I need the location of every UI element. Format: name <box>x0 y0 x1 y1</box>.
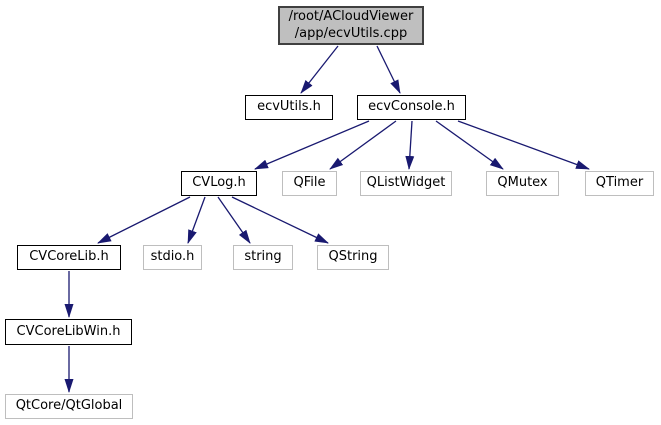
graph-node-cvcorelib-h[interactable]: CVCoreLib.h <box>17 245 121 270</box>
graph-node-qtimer: QTimer <box>585 171 654 196</box>
graph-node-qlistwidget: QListWidget <box>360 171 452 196</box>
graph-node-qtcore-qtglobal: QtCore/QtGlobal <box>5 394 133 419</box>
graph-node-ecvutils-cpp: /root/ACloudViewer /app/ecvUtils.cpp <box>278 6 424 45</box>
edge-cvlog-h-to-stdio-h <box>187 196 206 244</box>
edge-cvlog-h-to-cvcorelib-h <box>97 196 191 244</box>
edge-cvlog-h-to-qstring <box>231 196 329 244</box>
edge-ecvconsole-h-to-qlistwidget <box>405 120 415 170</box>
edge-ecvconsole-h-to-qfile <box>329 120 397 170</box>
edge-ecvutils-cpp-to-ecvconsole-h <box>376 45 401 94</box>
edge-ecvconsole-h-to-qtimer <box>457 120 590 170</box>
graph-node-ecvutils-h[interactable]: ecvUtils.h <box>245 95 333 120</box>
graph-node-qstring: QString <box>317 245 389 270</box>
graph-node-qfile: QFile <box>282 171 337 196</box>
edge-cvlog-h-to-string <box>217 196 251 244</box>
graph-node-cvcorelibwin-h[interactable]: CVCoreLibWin.h <box>5 319 132 345</box>
edge-ecvconsole-h-to-qmutex <box>435 120 504 170</box>
edge-ecvconsole-h-to-cvlog-h <box>254 120 370 170</box>
graph-node-stdio-h: stdio.h <box>143 245 202 270</box>
graph-node-ecvconsole-h[interactable]: ecvConsole.h <box>357 95 466 120</box>
graph-node-qmutex: QMutex <box>486 171 559 196</box>
edge-ecvutils-cpp-to-ecvutils-h <box>300 45 339 94</box>
graph-node-string: string <box>233 245 293 270</box>
graph-node-cvlog-h[interactable]: CVLog.h <box>181 171 257 196</box>
